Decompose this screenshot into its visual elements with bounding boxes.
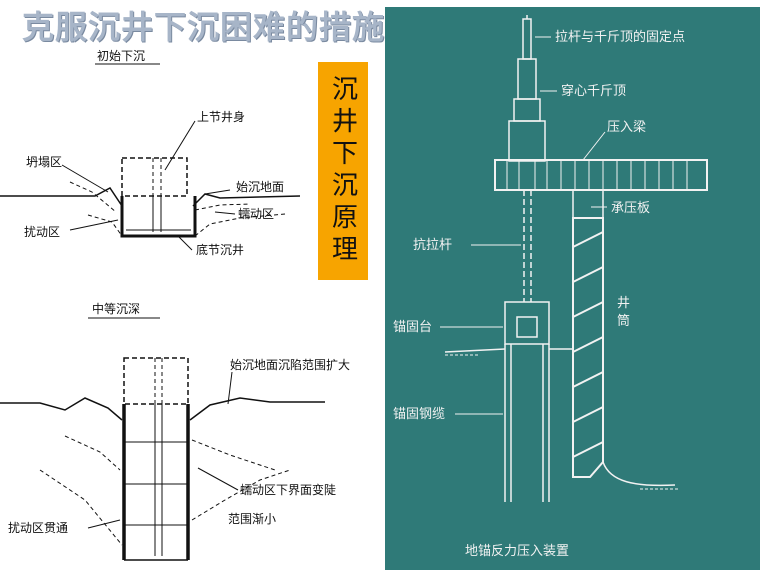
caption: 地锚反力压入装置 bbox=[465, 544, 569, 559]
label-bottom-well: 底节沉井 bbox=[196, 242, 244, 257]
label-jack: 穿心千斤顶 bbox=[561, 83, 626, 99]
slide-title: 克服沉井下沉困难的措施 bbox=[22, 8, 386, 46]
initial-sinking-heading: 初始下沉 bbox=[97, 49, 145, 63]
anchor-press-device-panel: 拉杆与千斤顶的固定点 穿心千斤顶 压入梁 承压板 抗拉杆 锚固台 锚固钢缆 地锚… bbox=[385, 7, 760, 570]
label-subsidence-expand: 始沉地面沉陷范围扩大 bbox=[230, 357, 350, 372]
label-collapse-zone: 坍塌区 bbox=[26, 155, 62, 169]
label-disturb-through: 扰动区贯通 bbox=[8, 521, 68, 535]
sinking-diagram-left: 初始下沉 上节井身 坍塌区 始沉地面 蠕动区 扰动区 底节沉井 中等沉深 bbox=[0, 49, 350, 561]
label-bearing-plate: 承压板 bbox=[611, 201, 650, 216]
label-creep-boundary: 蠕动区下界面变陡 bbox=[240, 482, 336, 497]
principle-title-box: 沉井下沉原理 bbox=[318, 62, 368, 280]
label-creep-zone: 蠕动区 bbox=[238, 207, 274, 221]
label-range-smaller: 范围渐小 bbox=[228, 512, 276, 526]
label-shaft-wall: 井 筒 bbox=[617, 296, 630, 329]
label-initial-ground: 始沉地面 bbox=[236, 180, 284, 194]
svg-text:井: 井 bbox=[617, 296, 630, 311]
label-anchor-base: 锚固台 bbox=[393, 320, 432, 335]
principle-title: 沉井下沉原理 bbox=[327, 75, 358, 267]
anchor-press-diagram: 拉杆与千斤顶的固定点 穿心千斤顶 压入梁 承压板 抗拉杆 锚固台 锚固钢缆 地锚… bbox=[393, 15, 708, 559]
label-tie-rod: 抗拉杆 bbox=[413, 238, 452, 253]
medium-depth-heading: 中等沉深 bbox=[92, 301, 140, 316]
label-press-beam: 压入梁 bbox=[607, 120, 646, 135]
svg-text:筒: 筒 bbox=[617, 313, 630, 329]
label-anchor-cable: 锚固钢缆 bbox=[393, 406, 445, 422]
label-upper-shaft: 上节井身 bbox=[197, 109, 245, 124]
label-fixed-point: 拉杆与千斤顶的固定点 bbox=[555, 29, 685, 45]
label-disturb-zone: 扰动区 bbox=[24, 225, 60, 239]
